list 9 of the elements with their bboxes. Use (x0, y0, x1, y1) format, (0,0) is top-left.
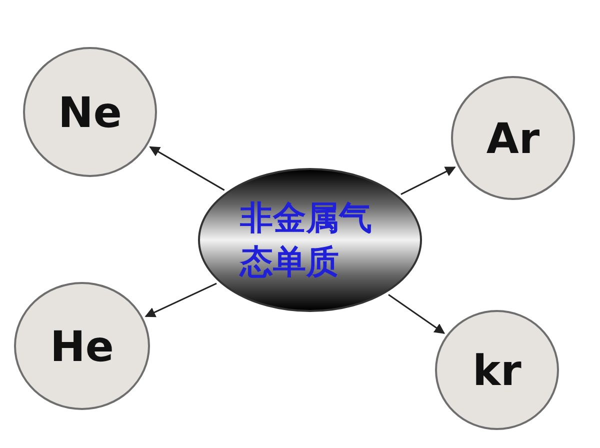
node-label: 非金属气态单质 (240, 197, 373, 283)
element-symbol: Ar (486, 114, 540, 162)
element-symbol: Ne (58, 88, 122, 136)
arrow (388, 294, 446, 334)
element-symbol: kr (472, 346, 522, 394)
arrow (149, 146, 225, 191)
arrow (144, 282, 217, 318)
element-symbol: He (50, 322, 114, 370)
arrow (400, 166, 456, 195)
